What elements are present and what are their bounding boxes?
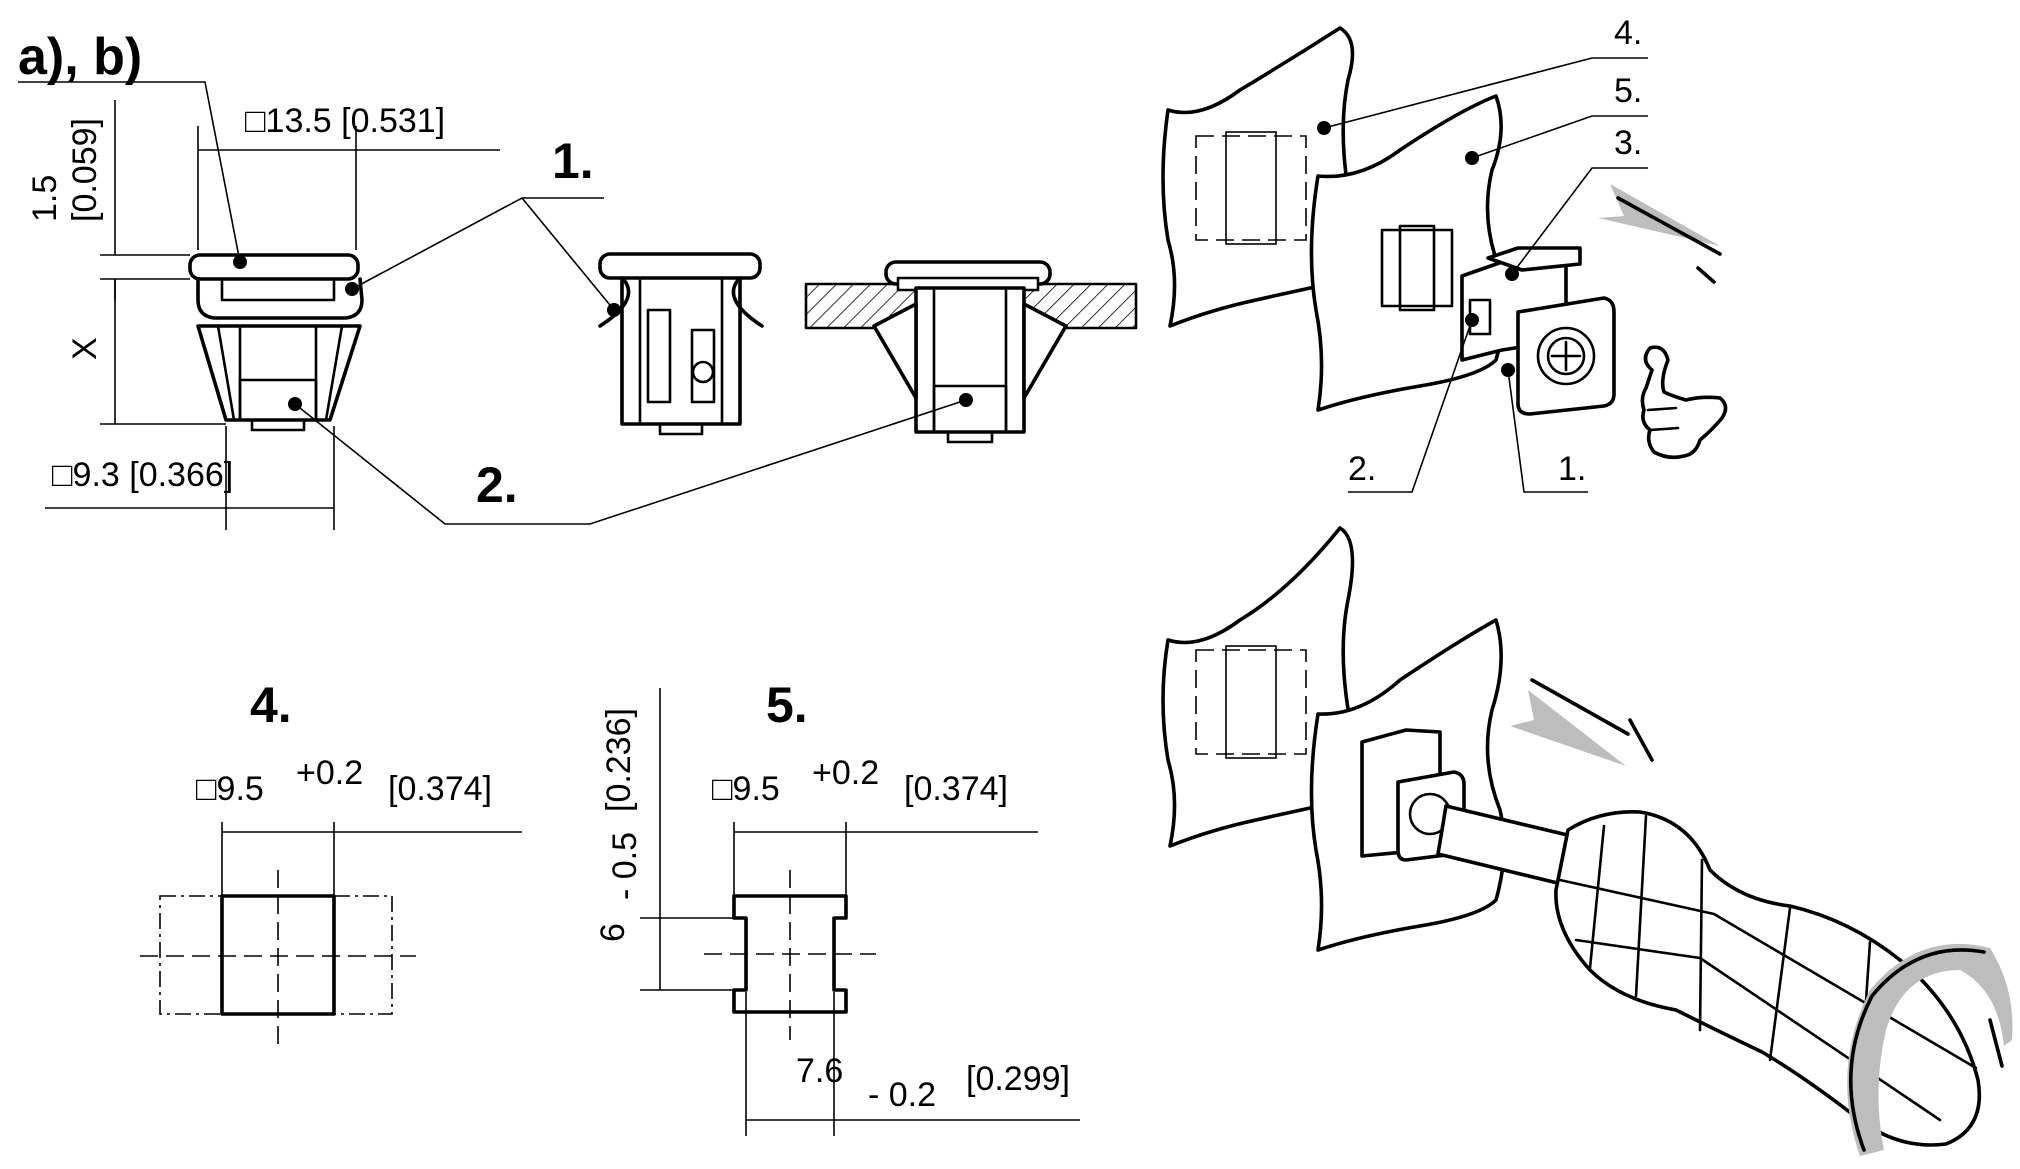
callout-part-4: 4.	[1614, 14, 1642, 52]
insert-arrow-icon	[1598, 184, 1720, 246]
cutout-view-5: 5. □9.5 +0.2 [0.374] 6 - 0.5 [0.236] 7.6…	[594, 677, 1080, 1136]
rotation-arrow-icon	[1847, 943, 2013, 1156]
callout-part-1-iso: 1.	[1558, 450, 1586, 488]
dim-flange-thickness: 1.5	[26, 175, 64, 222]
clip-legs	[196, 324, 362, 422]
dim-square-inner: □9.3 [0.366]	[52, 456, 233, 494]
front-view	[598, 252, 764, 436]
thumbs-up-icon	[1640, 345, 1728, 460]
iso-assembly-insert: 4. 5. 3. 2. 1.	[1161, 14, 1728, 493]
dim-slot-width-inch: [0.299]	[966, 1060, 1070, 1098]
callout-part-1: 1.	[552, 133, 594, 189]
flange	[188, 253, 360, 281]
dim-cutout-5-tol: +0.2	[812, 754, 879, 792]
dim-slot-height: 6	[594, 923, 632, 942]
callout-part-2-iso: 2.	[1348, 450, 1376, 488]
dim-slot-height-tol: - 0.5	[606, 832, 644, 900]
dim-cutout-4-inch: [0.374]	[388, 770, 492, 808]
cutout-view-4: 4. □9.5 +0.2 [0.374]	[140, 677, 522, 1046]
dim-slot-width: 7.6	[796, 1052, 843, 1090]
view-5-title: 5.	[766, 677, 808, 733]
dim-square-outer: □13.5 [0.531]	[245, 102, 445, 140]
callout-part-5: 5.	[1614, 72, 1642, 110]
view-4-title: 4.	[250, 677, 292, 733]
installed-section	[804, 260, 1138, 444]
dim-flange-thickness-inch: [0.059]	[66, 118, 104, 222]
callout-part-2: 2.	[476, 457, 518, 513]
dim-cutout-4-tol: +0.2	[296, 754, 363, 792]
dim-slot-height-inch: [0.236]	[600, 708, 638, 812]
iso-assembly-remove	[1161, 526, 2013, 1156]
dim-cutout-4: □9.5	[196, 770, 264, 808]
clip-upper	[196, 277, 364, 320]
side-view-dimensioned: a), b) □13.5 [0.531] 1.5 [0.059]	[18, 28, 500, 530]
callout-leaders: 1. 2.	[294, 133, 967, 525]
dim-cutout-5: □9.5	[712, 770, 780, 808]
figure-label: a), b)	[18, 28, 142, 86]
pull-arrow-icon	[1510, 690, 1626, 766]
dim-slot-width-tol: - 0.2	[868, 1076, 936, 1114]
label-leader	[18, 81, 241, 263]
dim-cutout-5-inch: [0.374]	[904, 770, 1008, 808]
callout-part-3: 3.	[1614, 124, 1642, 162]
dim-height-x: X	[66, 337, 104, 360]
